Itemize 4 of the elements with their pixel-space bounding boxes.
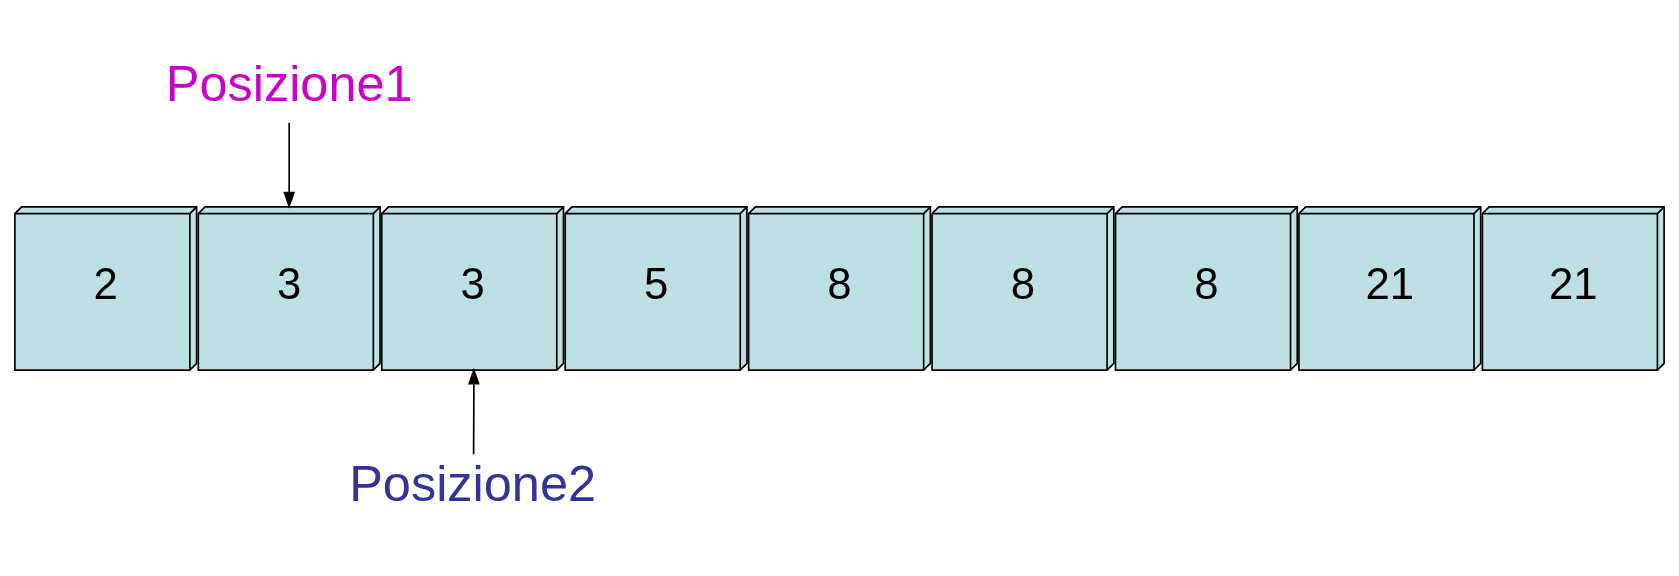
arrow [468, 367, 480, 455]
node-text: Posizione2 [349, 454, 597, 512]
node-text: Posizione1 [165, 54, 413, 112]
arrow [283, 121, 296, 209]
